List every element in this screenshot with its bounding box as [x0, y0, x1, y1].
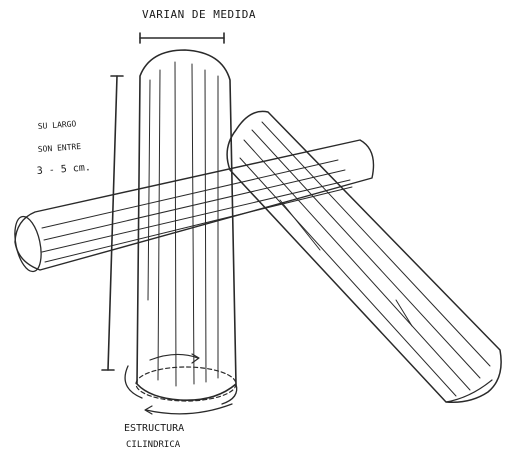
diagonal-stick — [227, 111, 501, 402]
label-length-line1: SU LARGO — [38, 119, 77, 131]
label-width-varies: VARIAN DE MEDIDA — [142, 8, 256, 21]
front-pink-cylinder — [136, 50, 236, 401]
width-bracket — [140, 33, 224, 43]
label-length-line3: 3 - 5 cm. — [36, 162, 91, 177]
length-line — [102, 76, 123, 370]
label-shape-line1: ESTRUCTURA — [124, 423, 184, 434]
label-length-line2: SON ENTRE — [38, 142, 82, 154]
shape-arcs — [125, 366, 237, 414]
back-stick — [10, 140, 373, 274]
label-shape-line2: CILINDRICA — [126, 440, 181, 450]
